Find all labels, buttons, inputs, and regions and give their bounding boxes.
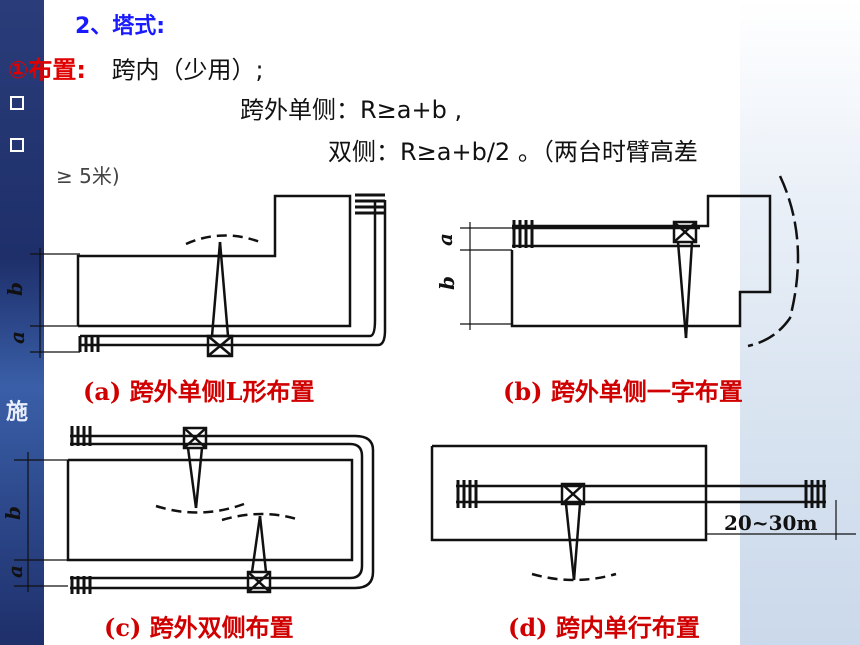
dim-label-a: a bbox=[3, 565, 27, 578]
caption-d: (d) 跨内单行布置 bbox=[508, 613, 700, 642]
distance-label: 20~30m bbox=[724, 511, 818, 535]
dim-label-a: a bbox=[5, 331, 29, 344]
diagram-d bbox=[430, 444, 856, 582]
crane-layout-diagrams: b a a b b a 20~30m bbox=[1, 175, 856, 594]
layout-inside-text: 跨内（少用）; bbox=[111, 56, 264, 84]
cut-off-text: ≥ 5米) bbox=[56, 164, 120, 188]
diagram-c bbox=[14, 426, 375, 594]
caption-a: (a) 跨外单侧L形布置 bbox=[83, 377, 315, 406]
caption-c: (c) 跨外双侧布置 bbox=[104, 613, 294, 642]
dim-label-b: b bbox=[3, 282, 27, 296]
layout-label: ①布置: bbox=[8, 56, 86, 84]
dim-label-a: a bbox=[433, 233, 457, 246]
bullet-icon bbox=[10, 96, 24, 110]
bullet-icon bbox=[10, 138, 24, 152]
section-heading: 2、塔式: bbox=[75, 14, 166, 39]
outside-single-text: 跨外单侧：R≥a+b , bbox=[240, 96, 463, 124]
dim-label-b: b bbox=[435, 276, 459, 290]
side-character: 施 bbox=[6, 400, 29, 425]
background-decoration bbox=[740, 0, 860, 645]
dim-label-b: b bbox=[1, 506, 25, 520]
outside-double-text: 双侧：R≥a+b/2 。（两台时臂高差 bbox=[328, 138, 698, 166]
diagram-b bbox=[460, 175, 800, 348]
layout-line: ①布置: 跨内（少用）; bbox=[8, 50, 264, 85]
diagram-a bbox=[30, 193, 387, 358]
caption-b: (b) 跨外单侧一字布置 bbox=[503, 377, 743, 406]
